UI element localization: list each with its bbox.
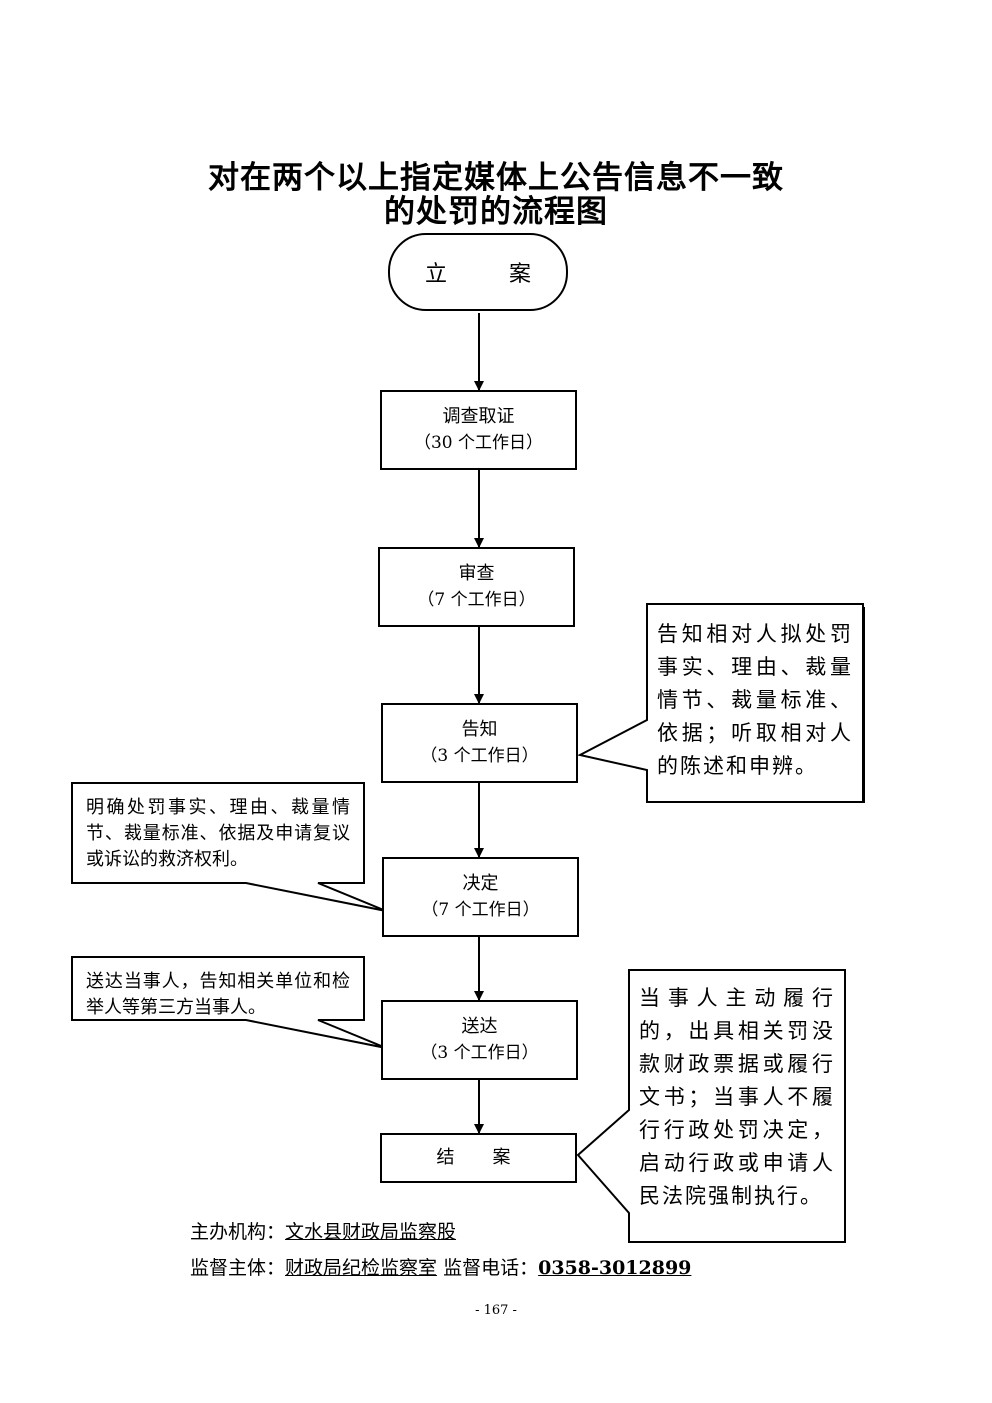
notify-duration: （3 个工作日） [420, 746, 539, 766]
start-node: 立 案 [388, 233, 568, 311]
close-note-callout [576, 969, 846, 1243]
decide-note-text: 明确处罚事实、理由、裁量情节、裁量标准、依据及申请复议或诉讼的救济权利。 [86, 797, 350, 870]
close-label: 结 案 [436, 1147, 521, 1168]
review-box: 审查 （7 个工作日） [378, 547, 575, 627]
deliver-label: 送达 [461, 1016, 498, 1037]
close-box: 结 案 [380, 1133, 577, 1183]
diagram-title-line-1: 对在两个以上指定媒体上公告信息不一致 [208, 160, 784, 196]
deliver-box: 送达 （3 个工作日） [381, 1000, 578, 1080]
organizer-label: 主办机构： [190, 1221, 286, 1243]
diagram-title-line-2: 的处罚的流程图 [384, 194, 608, 230]
organizer-value: 文水县财政局监察股 [285, 1221, 457, 1243]
footer-supervision: 监督主体：财政局纪检监察室 监督电话：0358-3012899 [190, 1255, 691, 1281]
deliver-note-text: 送达当事人，告知相关单位和检举人等第三方当事人。 [86, 971, 350, 1018]
deliver-duration: （3 个工作日） [420, 1043, 539, 1063]
notify-box: 告知 （3 个工作日） [381, 703, 578, 783]
supervisor-label: 监督主体： [190, 1257, 286, 1279]
page-number: - 167 - [475, 1303, 517, 1318]
notify-label: 告知 [461, 719, 498, 740]
notify-note-callout [577, 603, 864, 803]
review-duration: （7 个工作日） [417, 590, 536, 610]
investigate-box: 调查取证 （30 个工作日） [380, 390, 577, 470]
notify-note-text: 告知相对人拟处罚事实、理由、裁量情节、裁量标准、依据；听取相对人的陈述和申辨。 [657, 622, 853, 778]
close-note-text: 当事人主动履行的，出具相关罚没款财政票据或履行文书；当事人不履行行政处罚决定，启… [639, 986, 835, 1208]
investigate-label: 调查取证 [442, 406, 515, 427]
phone-label: 监督电话： [443, 1257, 539, 1279]
phone-value: 0358-3012899 [538, 1257, 692, 1279]
review-label: 审查 [458, 563, 495, 584]
decide-note-callout [71, 782, 387, 912]
decide-label: 决定 [462, 873, 499, 894]
footer-organizer: 主办机构：文水县财政局监察股 [190, 1219, 456, 1245]
decide-duration: （7 个工作日） [421, 900, 540, 920]
decide-box: 决定 （7 个工作日） [382, 857, 579, 937]
deliver-note-callout [71, 956, 387, 1049]
investigate-duration: （30 个工作日） [413, 433, 544, 453]
supervisor-value: 财政局纪检监察室 [285, 1257, 438, 1279]
